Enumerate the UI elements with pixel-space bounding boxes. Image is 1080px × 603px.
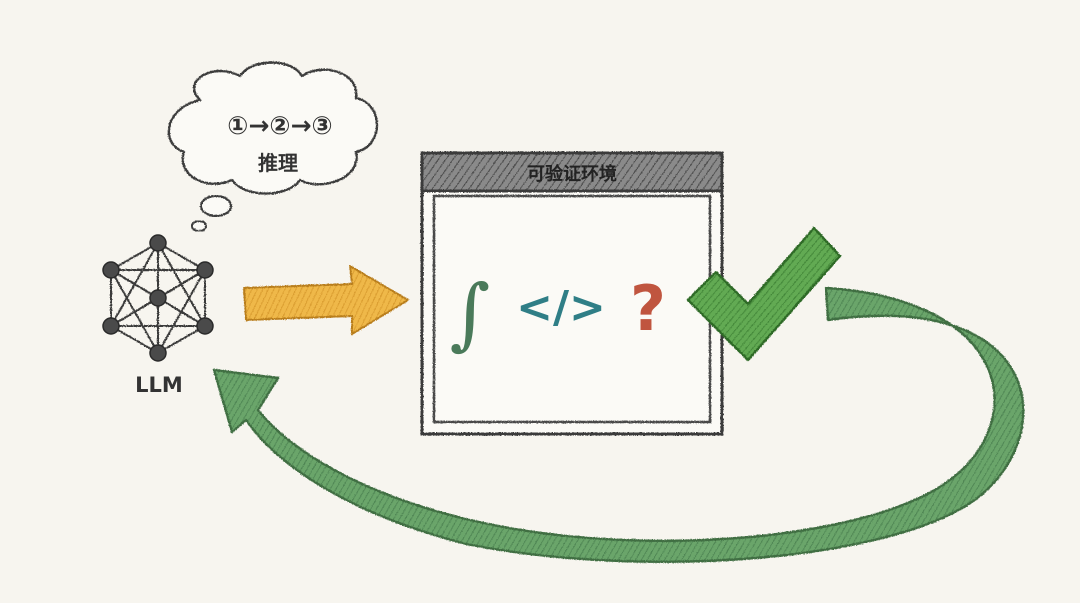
reasoning-label: 推理 xyxy=(258,151,298,175)
llm-network-icon xyxy=(110,241,206,355)
thought-bubble-large xyxy=(199,194,233,218)
llm-label: LLM xyxy=(135,373,183,397)
llm-network-nodes xyxy=(102,234,214,362)
reasoning-steps: ①→②→③ xyxy=(227,111,332,140)
question-symbol: ? xyxy=(630,272,666,345)
forward-arrow xyxy=(243,265,409,335)
integral-symbol: ∫ xyxy=(450,269,491,359)
thought-bubble-small xyxy=(191,220,207,232)
environment-title: 可验证环境 xyxy=(527,163,617,185)
code-symbol: </> xyxy=(516,282,606,333)
environment-window xyxy=(420,151,724,436)
thought-cloud xyxy=(167,61,379,195)
check-mark-icon xyxy=(686,226,842,362)
feedback-loop-arrow xyxy=(212,286,1025,563)
